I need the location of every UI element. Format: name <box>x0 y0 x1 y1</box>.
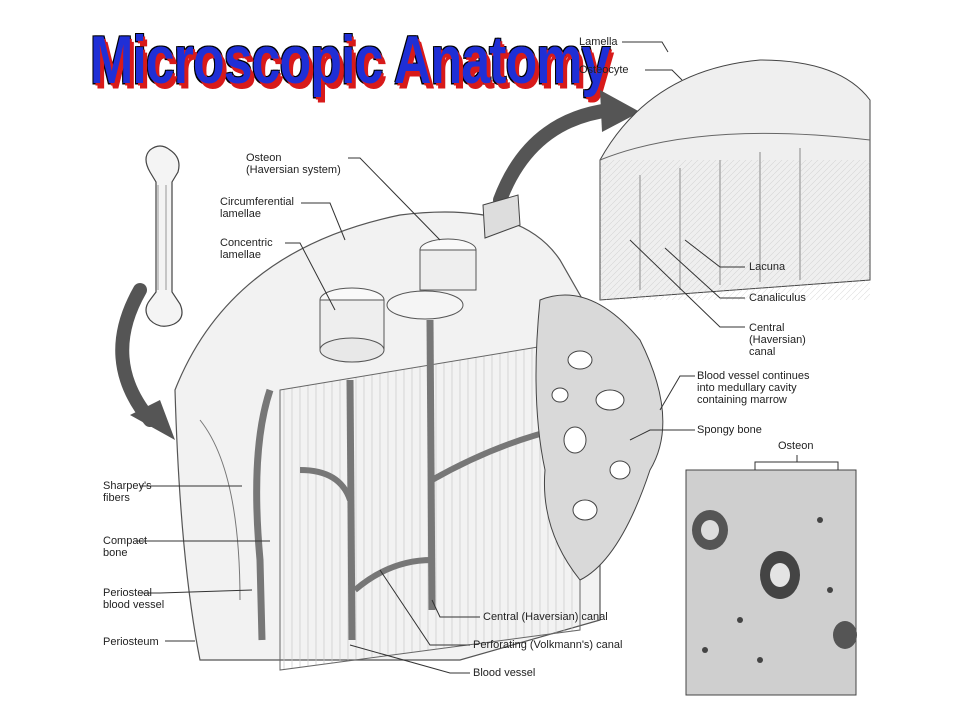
label-periosteal-blood-vessel: Periosteal blood vessel <box>103 587 165 611</box>
label-osteocyte: Osteocyte <box>579 64 629 76</box>
label-circumferential-lamellae: Circumferential lamellae <box>220 196 294 220</box>
arrow-head-right <box>600 90 640 132</box>
label-blood-vessel-continues: Blood vessel continues into medullary ca… <box>697 370 810 406</box>
label-canaliculus: Canaliculus <box>749 292 806 304</box>
label-lamella: Lamella <box>579 36 618 48</box>
arrow-to-block <box>115 283 157 427</box>
long-bone-sketch <box>145 145 183 327</box>
label-osteon-micrograph: Osteon <box>778 440 814 452</box>
label-concentric-lamellae: Concentric lamellae <box>220 237 273 261</box>
osteon-magnified <box>599 59 871 301</box>
arrow-head-left <box>130 400 175 440</box>
label-central-haversian-canal: Central (Haversian) canal <box>483 611 608 623</box>
spongy-bone <box>535 294 664 581</box>
label-blood-vessel: Blood vessel <box>473 667 536 679</box>
arrow-to-zoom <box>493 103 617 207</box>
label-osteon-haversian: Osteon (Haversian system) <box>246 152 341 176</box>
label-perforating-canal: Perforating (Volkmann's) canal <box>473 639 623 651</box>
label-lacuna: Lacuna <box>749 261 786 273</box>
leader-lines <box>135 41 745 674</box>
label-spongy-bone: Spongy bone <box>697 424 762 436</box>
osteon-micrograph <box>685 455 857 696</box>
label-central-canal-right: Central (Haversian) canal <box>749 322 806 358</box>
page-title: Microscopic Anatomy <box>90 23 610 99</box>
label-compact-bone: Compact bone <box>103 535 148 559</box>
compact-bone-block <box>174 194 611 671</box>
label-periosteum: Periosteum <box>103 636 159 648</box>
label-sharpeys-fibers: Sharpey's fibers <box>103 480 152 504</box>
